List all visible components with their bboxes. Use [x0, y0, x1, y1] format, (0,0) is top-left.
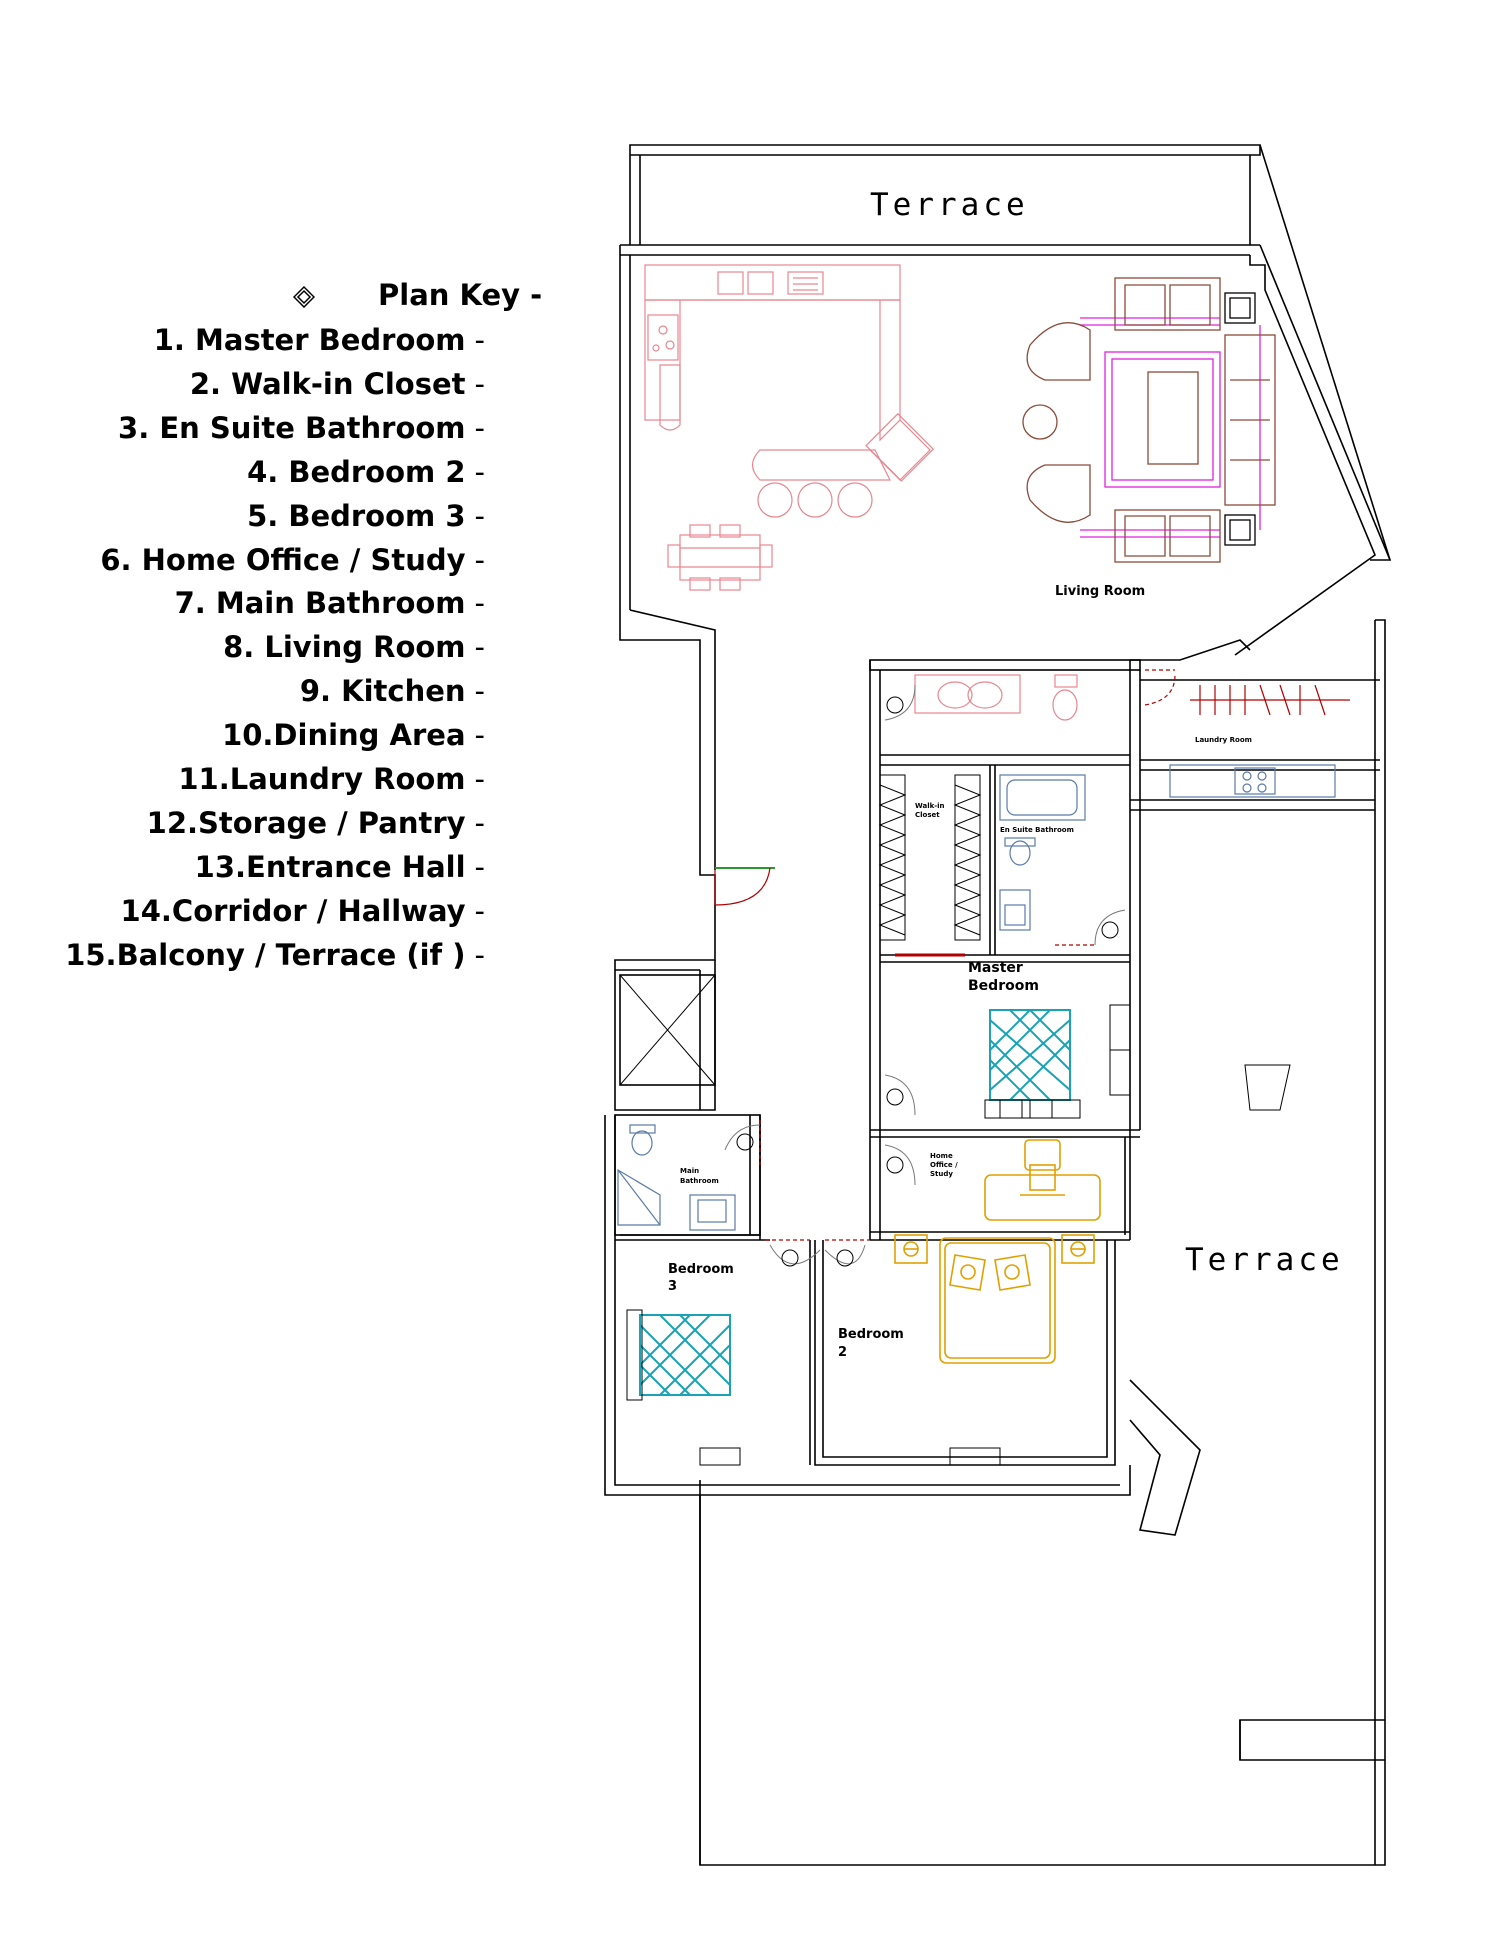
- main-bath-fixtures: [617, 1124, 736, 1231]
- bedroom3-label-1: Bedroom: [668, 1262, 734, 1277]
- main-bath-label-2: Bathroom: [680, 1177, 719, 1185]
- home-office-label-1: Home: [930, 1152, 953, 1160]
- doors: [714, 669, 1176, 1267]
- bedroom2-label-2: 2: [838, 1345, 847, 1360]
- office-desk: [984, 1139, 1101, 1221]
- main-bath-label-1: Main: [680, 1167, 699, 1175]
- walk-in-closet-label-2: Closet: [915, 811, 940, 819]
- master-bed: [984, 1009, 1081, 1119]
- en-suite-fixtures: [999, 774, 1086, 931]
- kitchen: [644, 264, 935, 518]
- home-office-label-2: Office /: [930, 1161, 958, 1169]
- terrace-top-label: Terrace: [870, 187, 1029, 223]
- master-bedroom-label-1: Master: [968, 960, 1023, 976]
- terrace-top-area: [629, 144, 1391, 561]
- en-suite-label: En Suite Bathroom: [1000, 826, 1074, 834]
- walk-in-closet-fixtures: [878, 774, 982, 941]
- bedroom2-bed: [894, 1234, 1095, 1364]
- upper-bath-fixtures: [914, 674, 1078, 721]
- home-office-label-3: Study: [930, 1170, 953, 1178]
- living-room-label: Living Room: [1055, 584, 1145, 599]
- living-furniture: [1022, 277, 1276, 563]
- bedroom3-bed: [626, 1309, 731, 1401]
- master-bedroom-label-2: Bedroom: [968, 978, 1039, 994]
- terrace-right-label: Terrace: [1185, 1242, 1344, 1278]
- laundry-fixtures: [1169, 684, 1350, 798]
- walk-in-closet-label-1: Walk-in: [915, 802, 945, 810]
- outer-walls: [614, 244, 1392, 1111]
- dining-area: [667, 524, 773, 591]
- shaft-box: [619, 974, 716, 1086]
- bedroom3-label-2: 3: [668, 1279, 677, 1294]
- bedroom2-label-1: Bedroom: [838, 1327, 904, 1342]
- laundry-room-label: Laundry Room: [1195, 736, 1252, 744]
